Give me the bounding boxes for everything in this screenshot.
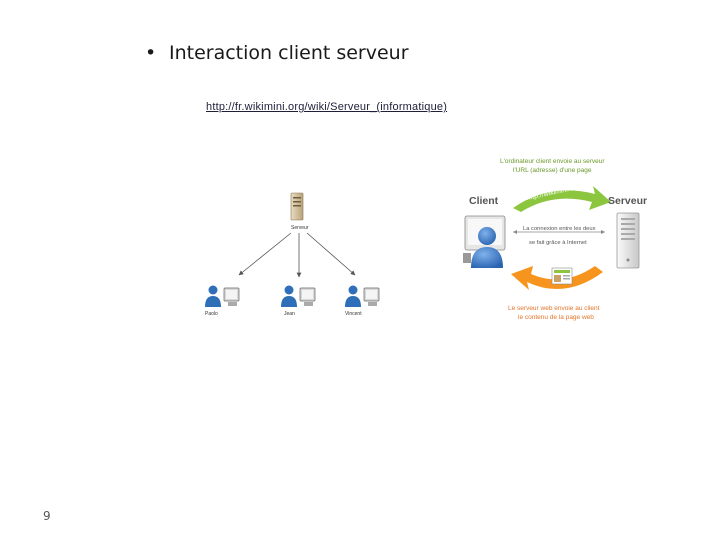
- connection-text-line2: se fait grâce à Internet: [529, 240, 587, 246]
- client-person-icon: [463, 215, 506, 268]
- bullet-item: • Interaction client serveur: [145, 42, 409, 64]
- server-tower-icon: [290, 192, 304, 221]
- bullet-dot: •: [145, 42, 157, 64]
- arrow-to-client-1: [238, 232, 292, 276]
- server-tower-icon-right: [616, 212, 640, 269]
- left-server-label: Serveur: [291, 225, 309, 231]
- request-text-line1: L'ordinateur client envoie au serveur: [500, 158, 605, 165]
- connection-text-line1: La connexion entre les deux: [523, 226, 596, 232]
- slide-bullet-text: Interaction client serveur: [169, 42, 409, 64]
- arrow-to-client-3: [306, 232, 356, 276]
- client-label-3: Vincent: [345, 311, 362, 317]
- client-workstation-2: [281, 285, 316, 307]
- right-client-label: Client: [469, 195, 499, 207]
- client-label-1: Paolo: [205, 311, 218, 317]
- client-workstation-3: [345, 285, 380, 307]
- page-number: 9: [43, 509, 51, 523]
- green-request-arrow: http://wikimini.org: [513, 184, 611, 212]
- connection-double-arrow: [513, 230, 605, 234]
- response-text-line1: Le serveur web envoie au client: [508, 305, 600, 312]
- right-server-label: Serveur: [608, 195, 647, 207]
- client-label-2: Jean: [284, 311, 295, 317]
- orange-response-arrow: [511, 266, 603, 290]
- response-text-line2: le contenu de la page web: [518, 314, 594, 321]
- client-workstation-1: [205, 285, 240, 307]
- source-link[interactable]: http://fr.wikimini.org/wiki/Serveur_(inf…: [206, 101, 448, 113]
- request-response-diagram: L'ordinateur client envoie au serveur l'…: [463, 158, 647, 321]
- request-text-line2: l'URL (adresse) d'une page: [513, 167, 592, 174]
- server-clients-diagram: Serveur Paolo Jean Vincent: [205, 192, 380, 317]
